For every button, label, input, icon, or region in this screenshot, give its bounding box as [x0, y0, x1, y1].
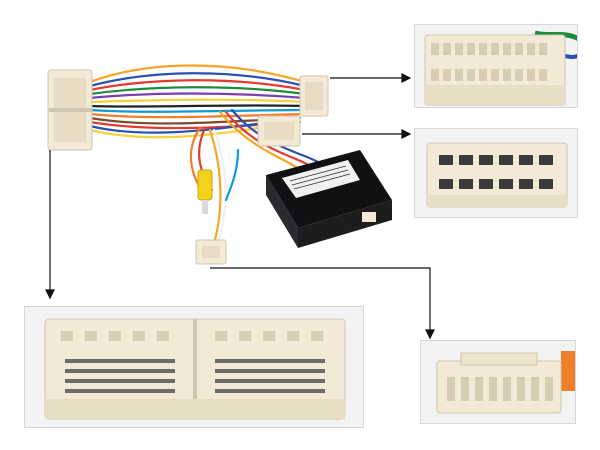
mid-harness-connector: [257, 115, 301, 147]
yellow-rca-plug: [197, 169, 213, 214]
wire: [88, 112, 307, 119]
wire: [88, 79, 307, 92]
connector-face-closeup: [25, 307, 363, 427]
detail-photo-connector-top: [414, 24, 578, 108]
wire: [88, 120, 272, 134]
connector-face-closeup: [421, 341, 575, 423]
detail-photo-connector-middle: [414, 128, 578, 218]
large-harness-connector: [47, 69, 93, 151]
wire: [88, 72, 307, 88]
small-bottom-connector: [195, 239, 227, 265]
wire: [212, 128, 227, 242]
detail-photo-connector-small: [420, 340, 576, 424]
wire: [224, 110, 312, 168]
wire: [208, 128, 222, 242]
small-plug-connector: [299, 75, 329, 117]
interface-module-box: [266, 150, 392, 248]
wire: [88, 124, 272, 139]
wire-bundle: [88, 64, 320, 242]
connector-face-closeup: [415, 25, 577, 107]
wire: [88, 86, 307, 96]
detail-photo-connector-large: [24, 306, 364, 428]
wire: [88, 98, 307, 104]
wire: [88, 108, 307, 113]
connector-face-closeup: [415, 129, 577, 217]
wire: [88, 64, 307, 84]
wire: [224, 148, 240, 202]
wire: [88, 92, 307, 100]
wire: [88, 104, 307, 108]
wire: [218, 110, 302, 172]
callout-arrows: [45, 73, 435, 340]
